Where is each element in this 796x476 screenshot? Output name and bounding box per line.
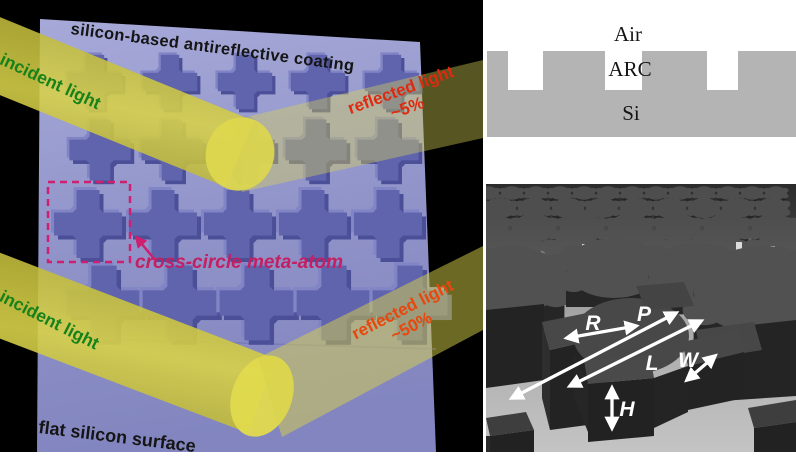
meta-atom-highlight-box (46, 180, 132, 264)
si-slab (487, 90, 796, 137)
meta-atom-pointer-arrow-icon (134, 235, 156, 261)
illustration-graphics (0, 17, 483, 452)
arc-tooth (642, 51, 707, 91)
dim-label-h: H (619, 398, 635, 421)
reflected-beam-bottom (258, 246, 483, 437)
dimension-arrow-w-icon (684, 353, 718, 383)
arc-tooth (487, 51, 508, 91)
meta-atom-scene: R P L W H (486, 184, 796, 452)
reflected-beam-top (242, 60, 483, 192)
arc-tooth (738, 51, 796, 91)
dimension-arrow-l-icon (566, 319, 705, 388)
dim-label-w: W (678, 349, 700, 372)
incident-beam-top-cap (205, 117, 275, 191)
meta-atom-label: cross-circle meta-atom (135, 252, 344, 273)
illustration-panel: silicon-based antireflective coating inc… (0, 0, 483, 452)
incident-beam-top (0, 17, 254, 187)
air-label: Air (614, 22, 642, 46)
incident-beam-bottom (0, 252, 276, 433)
corner-meta-atoms (486, 400, 796, 452)
cross-section-panel: Air ARC Si (483, 0, 796, 184)
arc-tooth (543, 51, 605, 91)
dim-label-p: P (637, 303, 652, 326)
dim-label-l: L (646, 352, 659, 375)
meta-atom-3d-panel: R P L W H (486, 184, 796, 452)
dim-label-r: R (585, 312, 601, 335)
dimension-arrows (508, 311, 718, 432)
dimension-arrow-r-icon (563, 320, 640, 344)
si-label: Si (622, 101, 640, 125)
arc-label: ARC (608, 57, 652, 81)
